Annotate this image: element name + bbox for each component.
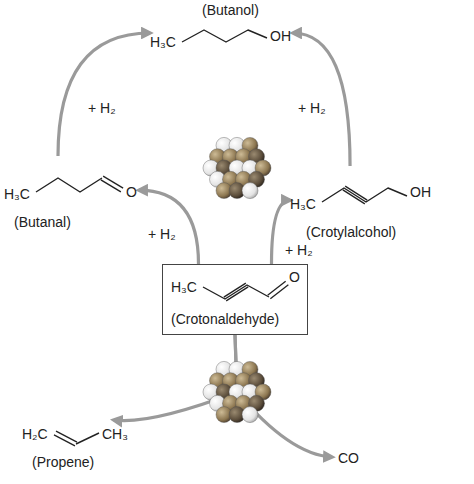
bond-lines: [163, 265, 363, 345]
reagent-label: + H₂: [283, 242, 315, 258]
compound-name: (Butanol): [202, 2, 259, 18]
molecule-node: (Butanol) H₃C OH: [150, 2, 293, 52]
double-bond: [56, 431, 77, 442]
nanoparticle-cluster: [203, 137, 271, 198]
molecule-node: H₃C O (Butanal): [4, 156, 139, 232]
single-bond: [36, 178, 102, 192]
formula-label: H₃C: [4, 186, 30, 202]
reaction-arrow: [114, 335, 237, 421]
reagent-label: + H₂: [146, 226, 178, 242]
nanoparticle-cluster: [203, 361, 271, 422]
reaction-arrow: [58, 33, 150, 156]
single-bond: [182, 30, 267, 42]
double-bond: [103, 176, 123, 188]
reaction-arrow: [139, 190, 199, 264]
molecule-node: H₃C OH (Crotylalcohol): [290, 166, 433, 242]
formula-label: H₂C: [22, 426, 48, 442]
formula-label: OH: [410, 184, 431, 200]
formula-label: CH₃: [102, 426, 128, 442]
double-bond: [345, 186, 367, 200]
reagent-label: + H₂: [296, 100, 328, 116]
reaction-arrow: [235, 335, 332, 457]
double-bond: [268, 281, 286, 295]
formula-label: CO: [338, 450, 359, 466]
compound-name: (Propene): [32, 454, 94, 470]
double-bond: [54, 435, 75, 446]
double-bond: [101, 180, 121, 192]
atom-sphere: [242, 407, 258, 423]
reactant-box: H₃C O (Crotonaldehyde): [162, 264, 308, 335]
molecule-node: H₂C CH₃ (Propene): [22, 420, 130, 472]
single-bond: [76, 433, 99, 444]
formula-label: O: [126, 184, 137, 200]
double-bond: [224, 283, 246, 297]
compound-name: (Butanal): [14, 214, 71, 230]
reaction-arrow: [293, 33, 350, 166]
compound-name: (Crotylalcohol): [306, 224, 396, 240]
formula-label: H₃C: [290, 196, 316, 212]
atom-sphere: [242, 183, 258, 199]
molecule-node: CO: [332, 446, 361, 468]
compound-name: (Crotonaldehyde): [171, 311, 279, 327]
reagent-label: + H₂: [86, 100, 118, 116]
formula-label: H₃C: [150, 34, 176, 50]
formula-label: O: [289, 269, 300, 285]
formula-label: OH: [270, 28, 291, 44]
single-bond: [203, 285, 269, 299]
single-bond: [322, 188, 407, 202]
formula-label: H₃C: [171, 279, 197, 295]
